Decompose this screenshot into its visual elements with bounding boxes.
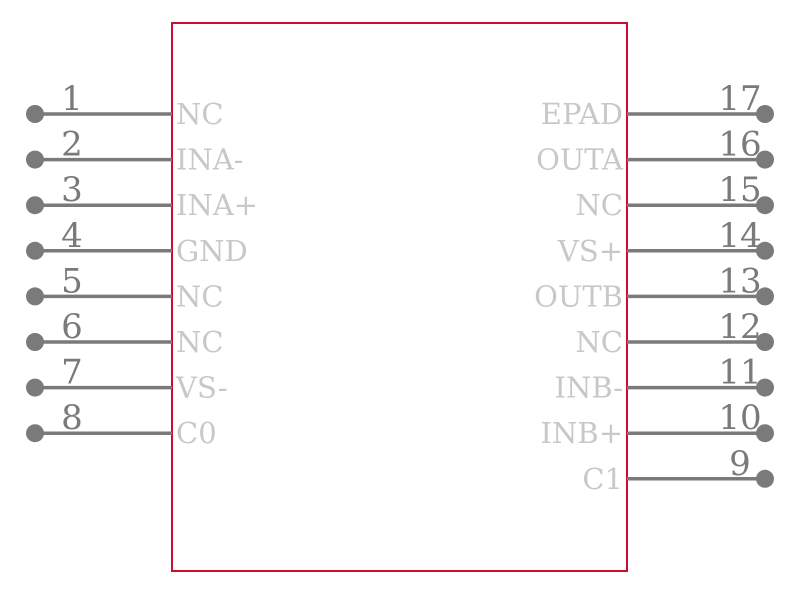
pin-number: 1 xyxy=(61,79,83,119)
pin-endpoint xyxy=(756,105,774,123)
pin-endpoint xyxy=(26,105,44,123)
pin-name: NC xyxy=(575,325,623,359)
pin-name: INA+ xyxy=(176,188,258,222)
pin-name: VS+ xyxy=(557,234,623,268)
pin-number: 14 xyxy=(718,216,761,256)
pin-name: C0 xyxy=(176,416,217,450)
pin-name: GND xyxy=(176,234,248,268)
pin-number: 8 xyxy=(61,398,83,438)
pin-number: 2 xyxy=(61,125,83,165)
pin-endpoint xyxy=(26,424,44,443)
pin-13: 13 OUTB xyxy=(534,261,774,313)
pin-endpoint xyxy=(756,424,774,443)
pin-endpoint xyxy=(756,378,774,397)
pin-5: 5 NC xyxy=(26,261,224,313)
pin-name: C1 xyxy=(582,462,623,496)
pin-endpoint xyxy=(756,196,774,215)
pin-name: OUTA xyxy=(536,143,624,177)
pin-endpoint xyxy=(756,241,774,260)
pin-name: INB+ xyxy=(541,416,623,450)
pin-number: 16 xyxy=(718,125,761,165)
pin-16: 16 OUTA xyxy=(536,125,774,177)
pin-10: 10 INB+ xyxy=(541,398,774,450)
pin-7: 7 VS- xyxy=(26,353,228,405)
pin-name: EPAD xyxy=(541,97,623,131)
pin-name: NC xyxy=(176,97,224,131)
pin-number: 11 xyxy=(718,353,761,393)
pin-number: 17 xyxy=(718,79,761,119)
pin-number: 4 xyxy=(61,216,83,256)
pin-number: 6 xyxy=(61,307,83,347)
pin-number: 9 xyxy=(729,444,751,484)
pin-name: OUTB xyxy=(534,279,623,313)
pin-12: 12 NC xyxy=(575,307,774,359)
pin-endpoint xyxy=(26,150,44,169)
pin-number: 12 xyxy=(718,307,761,347)
pin-2: 2 INA- xyxy=(26,125,244,177)
pin-14: 14 VS+ xyxy=(557,216,774,268)
pin-1: 1 NC xyxy=(26,79,224,131)
pin-endpoint xyxy=(756,287,774,306)
pin-endpoint xyxy=(26,378,44,397)
pin-endpoint xyxy=(26,287,44,306)
pin-number: 5 xyxy=(61,261,83,301)
pin-endpoint xyxy=(756,333,774,351)
pin-3: 3 INA+ xyxy=(26,170,258,222)
pin-number: 13 xyxy=(718,261,761,301)
pin-9: 9 C1 xyxy=(582,444,774,496)
pin-name: INB- xyxy=(555,371,623,405)
pin-8: 8 C0 xyxy=(26,398,217,450)
pin-number: 10 xyxy=(718,398,761,438)
pin-name: VS- xyxy=(175,371,228,405)
right-pin-group: 17EPAD16OUTA15NC14VS+13OUTB12NC11INB-10I… xyxy=(534,79,774,496)
pin-11: 11 INB- xyxy=(555,353,774,405)
pin-name: NC xyxy=(575,188,623,222)
pin-endpoint xyxy=(756,150,774,169)
pin-number: 3 xyxy=(61,170,83,210)
pin-endpoint xyxy=(26,196,44,215)
pin-number: 7 xyxy=(61,353,83,393)
pin-6: 6 NC xyxy=(26,307,224,359)
pin-17: 17 EPAD xyxy=(541,79,774,131)
pin-name: NC xyxy=(176,279,224,313)
pin-15: 15 NC xyxy=(575,170,774,222)
pin-endpoint xyxy=(26,333,44,351)
pin-endpoint xyxy=(26,241,44,260)
pin-4: 4 GND xyxy=(26,216,248,268)
pin-name: NC xyxy=(176,325,224,359)
pin-number: 15 xyxy=(718,170,761,210)
pin-name: INA- xyxy=(176,143,244,177)
pin-endpoint xyxy=(756,469,774,488)
